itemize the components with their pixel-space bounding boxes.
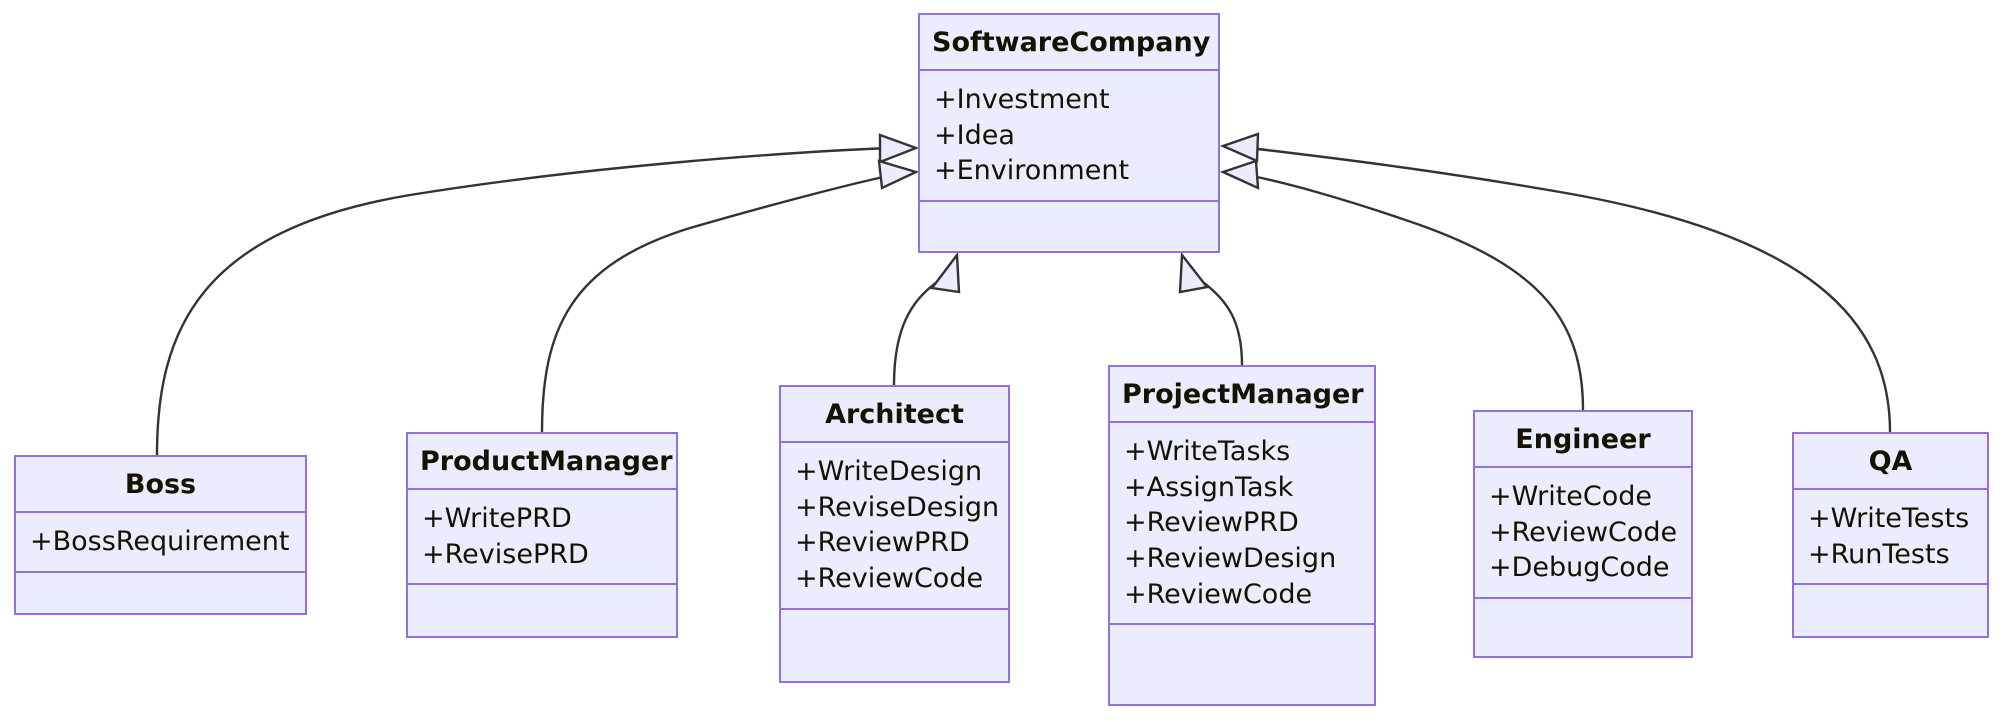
class-divider [781, 441, 1008, 443]
class-title-architect: Architect [825, 399, 964, 430]
class-title-softwarecompany: SoftwareCompany [932, 27, 1211, 58]
class-divider [1794, 583, 1987, 586]
class-attribute: +ReviewCode [795, 562, 984, 594]
class-divider [408, 488, 676, 490]
class-node-productmanager[interactable]: ProductManager +WritePRD +RevisePRD [406, 432, 678, 638]
class-attribute: +AssignTask [1124, 471, 1294, 503]
class-methods-productmanager [408, 585, 676, 607]
arrowhead-boss [878, 133, 920, 164]
class-divider [1110, 623, 1374, 626]
class-methods-qa [1794, 585, 1987, 607]
class-attributes-engineer: +WriteCode +ReviewCode +DebugCode [1475, 468, 1691, 597]
class-attribute: +WritePRD [422, 503, 572, 534]
class-attribute: +ReviewDesign [1124, 542, 1337, 574]
class-attribute: +BossRequirement [30, 526, 290, 557]
class-methods-boss [16, 573, 305, 595]
class-attributes-softwarecompany: +Investment +Idea +Environment [920, 71, 1218, 200]
class-divider [920, 69, 1218, 71]
class-title-boss: Boss [124, 469, 197, 500]
class-title-engineer: Engineer [1515, 424, 1651, 455]
class-attribute: +WriteDesign [795, 456, 983, 487]
class-attribute: +ReviewPRD [1124, 507, 1299, 539]
class-attribute: +RevisePRD [422, 538, 589, 570]
class-attribute: +WriteTests [1808, 503, 1970, 534]
class-divider [920, 199, 1218, 202]
arrowhead-projectmanager [1178, 251, 1210, 294]
class-node-qa[interactable]: QA +WriteTests +RunTests [1792, 432, 1989, 638]
class-attributes-qa: +WriteTests +RunTests [1794, 490, 1987, 583]
class-attributes-architect: +WriteDesign +ReviseDesign +ReviewPRD +R… [781, 443, 1008, 608]
class-attribute: +ReviewCode [1124, 578, 1313, 610]
class-divider [16, 511, 305, 513]
class-node-engineer[interactable]: Engineer +WriteCode +ReviewCode +DebugCo… [1473, 410, 1693, 658]
class-divider [1475, 466, 1691, 468]
class-title-productmanager: ProductManager [420, 446, 673, 477]
class-divider [781, 607, 1008, 610]
class-attribute: +ReviewPRD [795, 527, 970, 559]
class-divider [16, 570, 305, 573]
class-node-projectmanager[interactable]: ProjectManager +WriteTasks +AssignTask +… [1108, 365, 1376, 706]
edge-architect-to-softwarecompany [892, 279, 941, 386]
arrowhead-architect [929, 251, 961, 294]
class-attribute: +ReviewCode [1489, 516, 1678, 548]
class-node-architect[interactable]: Architect +WriteDesign +ReviseDesign +Re… [779, 385, 1010, 683]
class-attribute: +RunTests [1808, 538, 1950, 570]
class-attributes-projectmanager: +WriteTasks +AssignTask +ReviewPRD +Revi… [1110, 423, 1374, 623]
class-node-softwarecompany[interactable]: SoftwareCompany +Investment +Idea +Envir… [918, 13, 1220, 253]
class-attributes-productmanager: +WritePRD +RevisePRD [408, 490, 676, 583]
class-methods-architect [781, 610, 1008, 632]
class-attribute: +Idea [934, 119, 1015, 151]
class-attributes-boss: +BossRequirement [16, 513, 305, 571]
class-divider [1794, 488, 1987, 490]
class-methods-engineer [1475, 599, 1691, 621]
arrowhead-engineer [1219, 159, 1260, 190]
class-methods-projectmanager [1110, 625, 1374, 647]
class-divider [408, 583, 676, 586]
class-attribute: +WriteTasks [1124, 436, 1291, 467]
arrowhead-qa [1219, 132, 1260, 163]
class-title-projectmanager: ProjectManager [1122, 379, 1364, 410]
class-attribute: +DebugCode [1489, 552, 1670, 584]
class-methods-softwarecompany [920, 202, 1218, 224]
class-attribute: +WriteCode [1489, 481, 1653, 512]
class-attribute: +ReviseDesign [795, 491, 1000, 523]
edge-projectmanager-to-softwarecompany [1199, 279, 1244, 366]
class-attribute: +Investment [934, 84, 1110, 115]
class-divider [1110, 421, 1374, 423]
class-divider [1475, 596, 1691, 599]
class-title-qa: QA [1868, 446, 1913, 477]
class-attribute: +Environment [934, 155, 1130, 187]
arrowhead-productmanager [877, 159, 920, 190]
class-node-boss[interactable]: Boss +BossRequirement [14, 455, 307, 615]
